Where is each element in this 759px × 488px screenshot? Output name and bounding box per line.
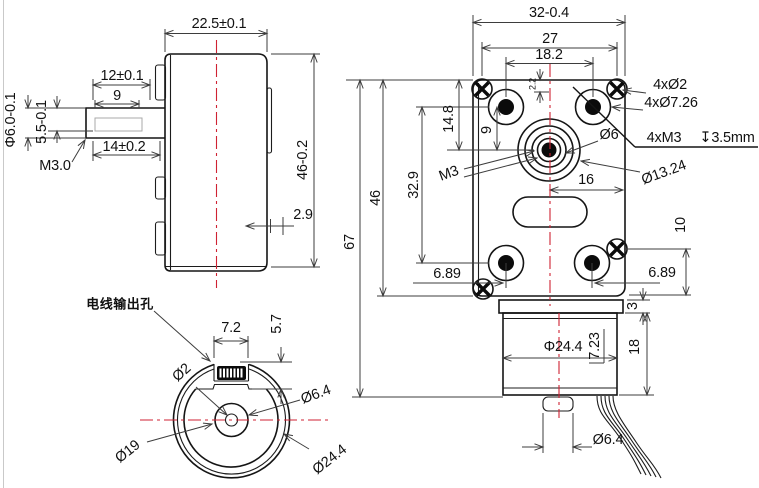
- end-cap-outer: [172, 363, 291, 479]
- dim-wire-offset: 7.23: [586, 332, 603, 360]
- dim-counterbores: 4xØ7.26: [644, 94, 698, 111]
- side-seam: [266, 87, 273, 154]
- dim-across-flat: 5.5-0.1: [33, 100, 50, 144]
- dim-hole-spacing-v: 32.9: [405, 171, 422, 199]
- dim-wire-hole-depth: 5.7: [268, 314, 285, 334]
- dim-front-height: 46: [367, 190, 384, 206]
- dim-motor-height: 18: [626, 339, 643, 355]
- dim-center-from-top: 14.8: [440, 105, 457, 133]
- bottom-view-dimensions: [146, 310, 310, 450]
- dim-rear-offset: 2.9: [293, 206, 313, 223]
- dim-flat-straight: 9: [113, 87, 121, 104]
- end-cap-inner: [183, 388, 279, 468]
- dim-rear-hub-diameter: Ø6.4: [592, 431, 624, 448]
- dim-motor-diameter: Φ24.4: [543, 338, 583, 355]
- dim-hole-bottom-right: 6.89: [648, 264, 676, 281]
- dim-shaft-end-tap: M3.0: [39, 157, 71, 174]
- motor-wires: [596, 395, 662, 479]
- dim-mount-tap-depth: ↧3.5mm: [699, 129, 755, 146]
- gearbox-body: [472, 79, 626, 297]
- dim-shaft-length: 14±0.2: [102, 138, 146, 155]
- dim-shaft-hub: Ø6: [599, 126, 619, 143]
- side-tab-1: [154, 64, 167, 101]
- side-tab-2: [154, 176, 167, 200]
- dim-hole-spacing-h: 18.2: [535, 46, 563, 63]
- rear-hub: [542, 396, 574, 412]
- side-view-dimensions: [24, 29, 320, 269]
- dim-flange-height: 3: [624, 302, 641, 310]
- side-view-outline: [85, 53, 273, 272]
- front-view-dimensions: [346, 15, 691, 453]
- dim-side-width: 22.5±0.1: [191, 15, 247, 32]
- dim-wire-hole-width: 7.2: [221, 319, 241, 336]
- dim-hole-bottom-left: 6.89: [433, 265, 461, 282]
- dim-screw-spacing: 27: [542, 30, 558, 47]
- dim-body-width: 32-0.4: [529, 4, 569, 21]
- output-shaft: [85, 107, 165, 139]
- bottom-view-outline: [172, 363, 291, 479]
- dim-flat-length: 12±0.1: [100, 67, 144, 84]
- dim-total-height: 67: [341, 234, 358, 250]
- dim-pin-holes: 4xØ2: [653, 76, 687, 93]
- flange: [498, 299, 624, 314]
- motor-body: [502, 312, 618, 396]
- wire-connector: [217, 366, 246, 380]
- dim-axis-offset: 2.2: [527, 78, 538, 90]
- dim-mount-tap: 4xM3: [646, 129, 682, 146]
- side-tab-3: [154, 221, 167, 256]
- wire-hole-label: 电线输出孔: [86, 296, 154, 312]
- dim-shaft-diameter: Φ6.0-0.1: [2, 92, 19, 148]
- shaft-flat: [94, 117, 143, 132]
- centerlines: [140, 40, 560, 421]
- dim-hole-row-offset: 9: [478, 126, 495, 134]
- dim-screw-from-bottom: 10: [672, 217, 689, 233]
- corner-screws: [471, 78, 628, 300]
- dim-side-height: 46-0.2: [294, 140, 311, 180]
- dim-center-to-edge: 16: [578, 171, 594, 188]
